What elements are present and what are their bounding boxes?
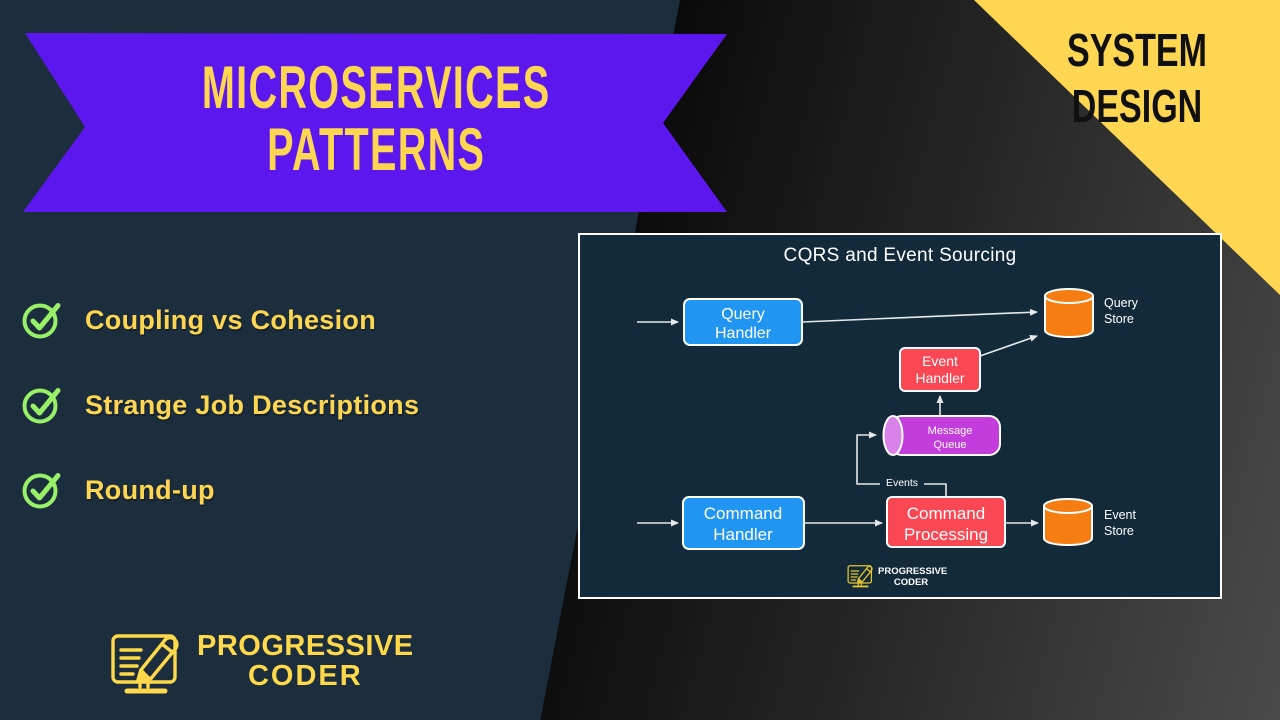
check-circle-icon	[22, 473, 61, 509]
monitor-pencil-icon	[110, 626, 182, 698]
checklist-item: Coupling vs Cohesion	[21, 300, 419, 340]
node-query-store: Query Store	[1044, 288, 1139, 339]
diagram-connectors	[637, 308, 1039, 527]
brand-logo: PROGRESSIVE CODER	[110, 626, 414, 698]
query-store-line1: Query	[1104, 296, 1139, 310]
panel-brand-line1: PROGRESSIVE	[878, 566, 947, 577]
arrow-event-handler-to-query-store	[979, 335, 1038, 357]
topics-checklist: Coupling vs Cohesion Strange Job Descrip…	[21, 300, 419, 555]
check-circle-icon	[22, 388, 61, 424]
message-queue-line2: Queue	[933, 439, 966, 451]
arrow-events-to-queue	[856, 431, 947, 497]
checklist-item: Strange Job Descriptions	[21, 385, 419, 425]
title: MICROSERVICES PATTERNS	[25, 33, 727, 205]
message-queue-line1: Message	[928, 425, 973, 437]
node-command-processing: Command Processing	[886, 496, 1006, 548]
title-line1: MICROSERVICES	[201, 53, 551, 121]
brand-name-line2: CODER	[247, 660, 363, 692]
panel-brand-line2: CODER	[894, 577, 928, 588]
brand-name-line1: PROGRESSIVE	[197, 630, 414, 663]
query-handler-line1: Query	[721, 306, 765, 323]
checklist-item: Round-up	[21, 470, 419, 510]
corner-tag-line1: SYSTEM	[1067, 24, 1207, 76]
diagram-title: CQRS and Event Sourcing	[783, 245, 1017, 266]
event-handler-line2: Handler	[915, 370, 964, 386]
corner-tag: SYSTEM DESIGN	[1012, 22, 1262, 134]
diagram-panel: CQRS and Event Sourcing E	[578, 233, 1222, 599]
panel-brand-logo: PROGRESSIVE CODER	[847, 564, 947, 588]
events-label-bg	[880, 474, 924, 491]
node-query-handler: Query Handler	[683, 298, 803, 346]
check-circle-icon	[22, 303, 61, 339]
command-processing-line2: Processing	[904, 525, 988, 544]
command-processing-line1: Command	[907, 504, 985, 523]
node-event-store: Event Store	[1043, 498, 1136, 547]
checklist-label: Coupling vs Cohesion	[85, 304, 377, 335]
brand-logo-text: PROGRESSIVE CODER	[197, 632, 414, 691]
checklist-label: Strange Job Descriptions	[85, 389, 420, 420]
event-handler-line1: Event	[922, 353, 958, 369]
query-handler-line2: Handler	[715, 325, 772, 342]
node-command-handler: Command Handler	[682, 496, 805, 550]
checklist-label: Round-up	[85, 474, 215, 505]
title-line2: PATTERNS	[266, 116, 486, 183]
events-label: Events	[886, 477, 918, 489]
corner-tag-line2: DESIGN	[1071, 80, 1203, 133]
event-store-line2: Store	[1104, 524, 1134, 538]
event-store-line1: Event	[1104, 508, 1136, 522]
node-event-handler: Event Handler	[899, 347, 981, 392]
query-store-line2: Store	[1104, 312, 1134, 326]
events-connector-label: Events	[880, 474, 924, 491]
monitor-pencil-icon	[847, 564, 874, 588]
node-message-queue: Message Queue	[882, 415, 1001, 456]
arrow-query-handler-to-query-store	[801, 308, 1038, 323]
command-handler-line2: Handler	[713, 525, 773, 544]
cqrs-diagram: Events Query Handler Query Store Event H…	[637, 288, 1139, 588]
command-handler-line1: Command	[704, 504, 782, 523]
